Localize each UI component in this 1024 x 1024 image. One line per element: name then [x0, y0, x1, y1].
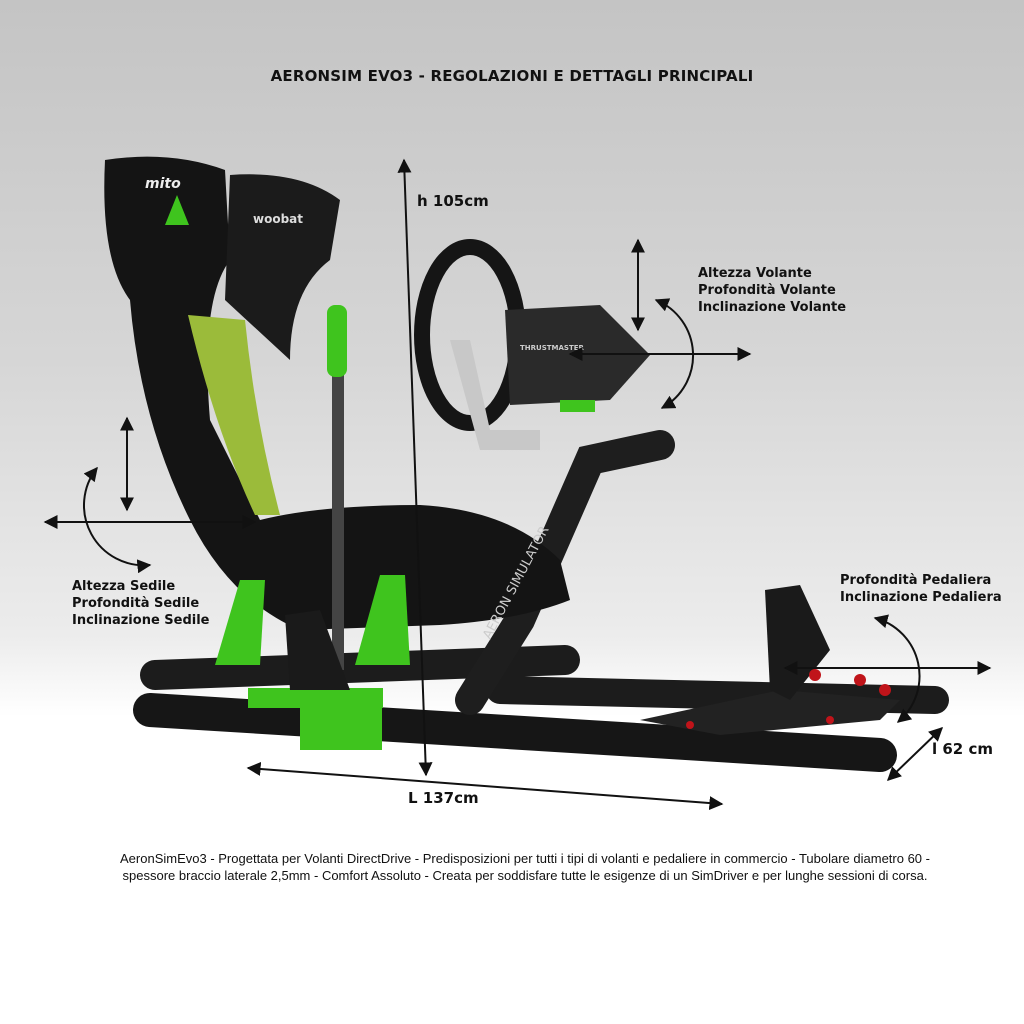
racing-seat: mito woobat: [104, 156, 571, 630]
seat-depth-label: Profondità Sedile: [72, 596, 200, 611]
steering-wheel: THRUSTMASTER: [414, 239, 650, 450]
height-dimension-label: h 105cm: [417, 192, 489, 210]
pedal-depth-label: Profondità Pedaliera: [840, 573, 992, 588]
svg-text:woobat: woobat: [253, 212, 303, 226]
pedal-tilt-label: Inclinazione Pedaliera: [840, 590, 1002, 605]
seat-brackets: [215, 575, 410, 750]
length-dimension-label: L 137cm: [408, 789, 479, 807]
handbrake: [285, 305, 350, 690]
wheel-depth-label: Profondità Volante: [698, 283, 836, 298]
seat-tilt-label: Inclinazione Sedile: [72, 613, 210, 628]
dimension-arrows: [43, 158, 992, 811]
seat-height-label: Altezza Sedile: [72, 579, 176, 594]
svg-text:THRUSTMASTER: THRUSTMASTER: [520, 344, 585, 352]
seat-annotation: Altezza Sedile Profondità Sedile Inclina…: [72, 578, 210, 629]
product-description: AeronSimEvo3 - Progettata per Volanti Di…: [120, 851, 930, 883]
wheel-height-label: Altezza Volante: [698, 266, 812, 281]
wheel-tilt-label: Inclinazione Volante: [698, 300, 847, 315]
svg-text:mito: mito: [145, 176, 181, 192]
pedal-annotation: Profondità Pedaliera Inclinazione Pedali…: [840, 572, 1002, 606]
width-dimension-label: l 62 cm: [932, 740, 993, 758]
page-title: AERONSIM EVO3 - REGOLAZIONI E DETTAGLI P…: [270, 67, 754, 85]
pedal-set: [640, 585, 900, 735]
wheel-annotation: Altezza Volante Profondità Volante Incli…: [698, 265, 846, 316]
